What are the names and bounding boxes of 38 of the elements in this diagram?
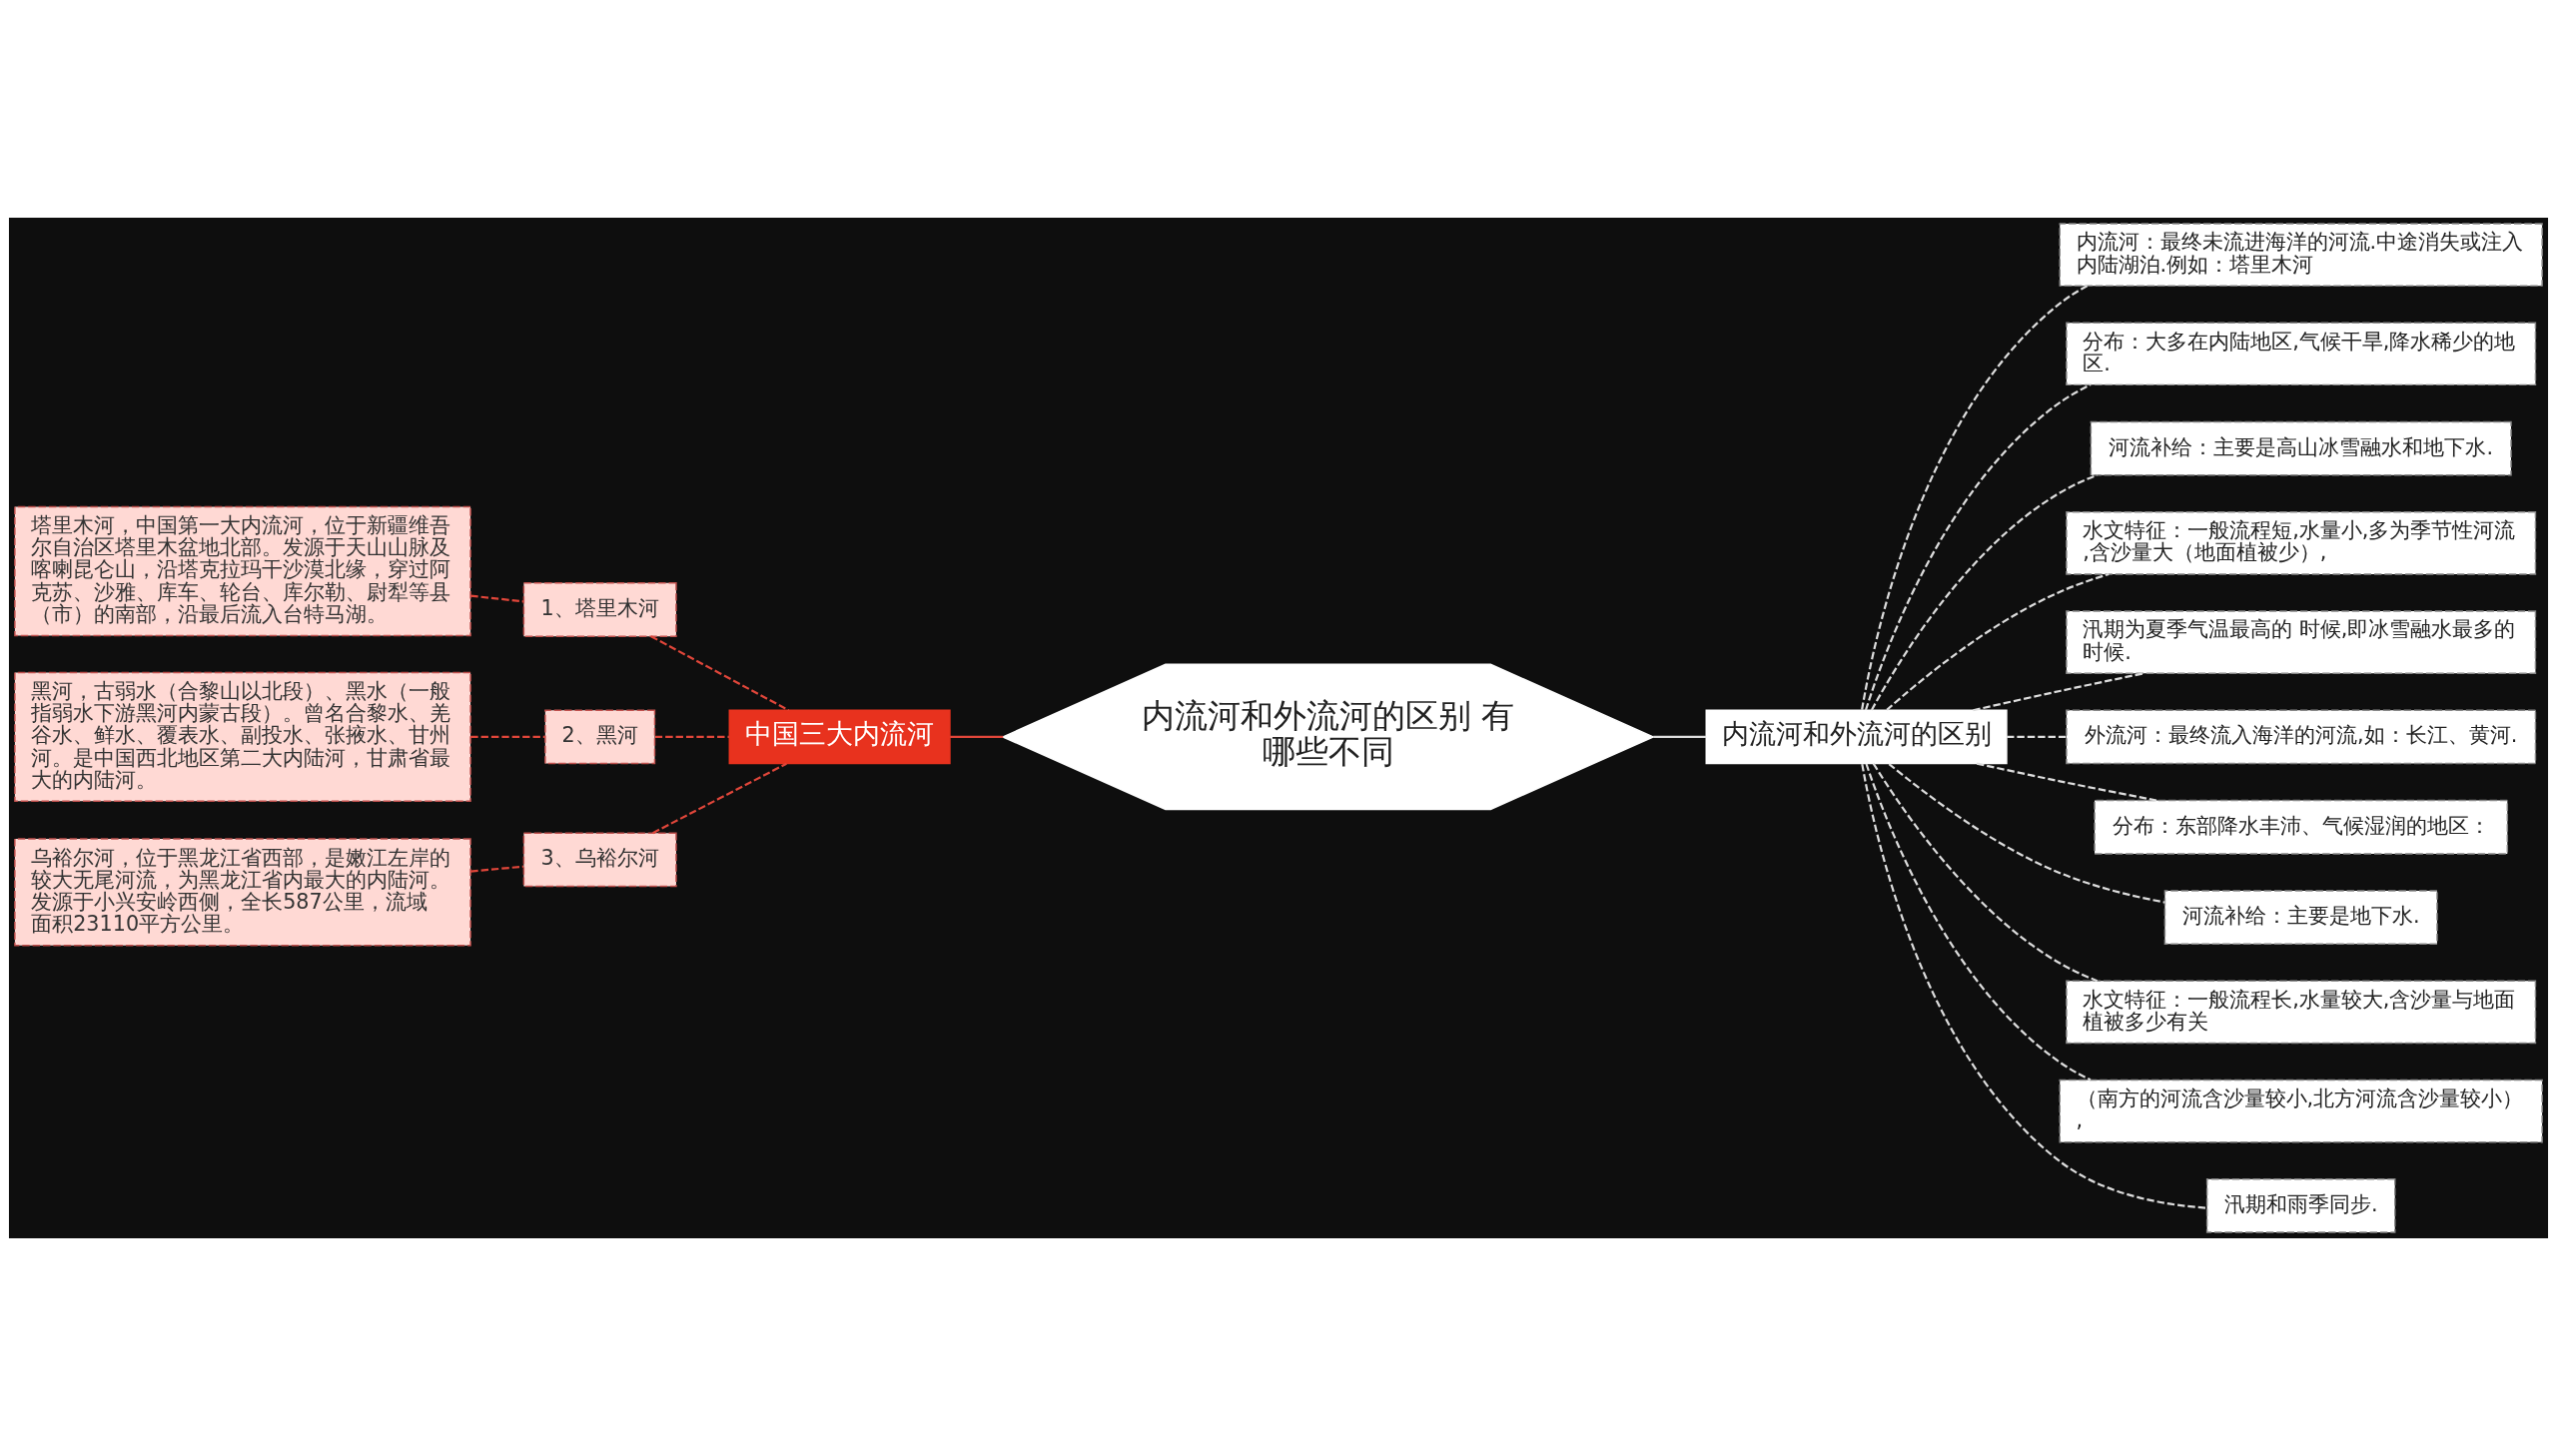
node-box: 分布：大多在内陆地区,气候干旱,降水稀少的地区. — [2066, 322, 2537, 386]
node-box: 汛期为夏季气温最高的 时候,即冰雪融水最多的时候. — [2066, 610, 2537, 674]
connector — [470, 865, 524, 873]
connector — [470, 594, 524, 603]
node-box: 2、黑河 — [544, 709, 656, 765]
node-box: 3、乌裕尔河 — [522, 832, 677, 888]
connector — [1861, 763, 2207, 1209]
connector — [470, 735, 545, 738]
connector — [650, 635, 790, 712]
node-box: 外流河：最终流入海洋的河流,如：长江、黄河. — [2066, 709, 2537, 765]
node-box: 水文特征：一般流程短,水量小,多为季节性河流,含沙量大（地面植被少）, — [2066, 511, 2537, 575]
node-box: 分布：东部降水丰沛、气候湿润的地区： — [2094, 799, 2509, 855]
connector — [1976, 762, 2157, 802]
node-box: 中国三大内流河 — [728, 709, 951, 765]
connector — [652, 762, 787, 835]
connector — [1861, 285, 2089, 710]
connector — [654, 735, 729, 738]
connector — [1973, 672, 2144, 712]
node-box: 河流补给：主要是高山冰雪融水和地下水. — [2090, 420, 2512, 476]
connector — [1865, 763, 2092, 1082]
connector — [1870, 473, 2098, 711]
connector — [1888, 763, 2165, 904]
node-box: 汛期和雨季同步. — [2205, 1178, 2396, 1233]
node-box: 河流补给：主要是地下水. — [2163, 890, 2438, 945]
node-box: 黑河，古弱水（合黎山以北段）、黑水（一般指弱水下游黑河内蒙古段）。曾名合黎水、羌谷水、鲜水、覆表水、副投水、张掖水、甘州河。是中国西北地区第二大内陆河，甘肃省最大的内陆河。 — [14, 671, 471, 803]
connector — [2007, 735, 2067, 738]
node-box: 1、塔里木河 — [522, 582, 677, 637]
node-box: 内流河和外流河的区别 — [1705, 709, 2008, 765]
node-box: 塔里木河，中国第一大内流河，位于新疆维吾尔自治区塔里木盆地北部。发源于天山山脉及喀喇昆仑山，沿塔克拉玛干沙漠北缘，穿过阿克苏、沙雅、库车、轮台、库尔勒、尉犁等县（市）的南部，沿最后流入台特马湖。 — [14, 505, 471, 637]
connector — [950, 735, 1004, 738]
connector — [1653, 735, 1707, 738]
connector — [1872, 763, 2099, 983]
node-box: 水文特征：一般流程长,水量较大,含沙量与地面植被多少有关 — [2066, 980, 2537, 1045]
node-box: 内流河：最终未流进海洋的河流.中途消失或注入内陆湖泊.例如：塔里木河 — [2059, 223, 2543, 287]
node-box: （南方的河流含沙量较小,北方河流含沙量较小）, — [2059, 1079, 2543, 1143]
connector — [1886, 572, 2110, 711]
node-box: 乌裕尔河，位于黑龙江省西部，是嫩江左岸的较大无尾河流，为黑龙江省内最大的内陆河。发源于小兴安岭西侧，全长587公里，流域面积23110平方公里。 — [14, 838, 471, 947]
connector — [1864, 383, 2092, 711]
